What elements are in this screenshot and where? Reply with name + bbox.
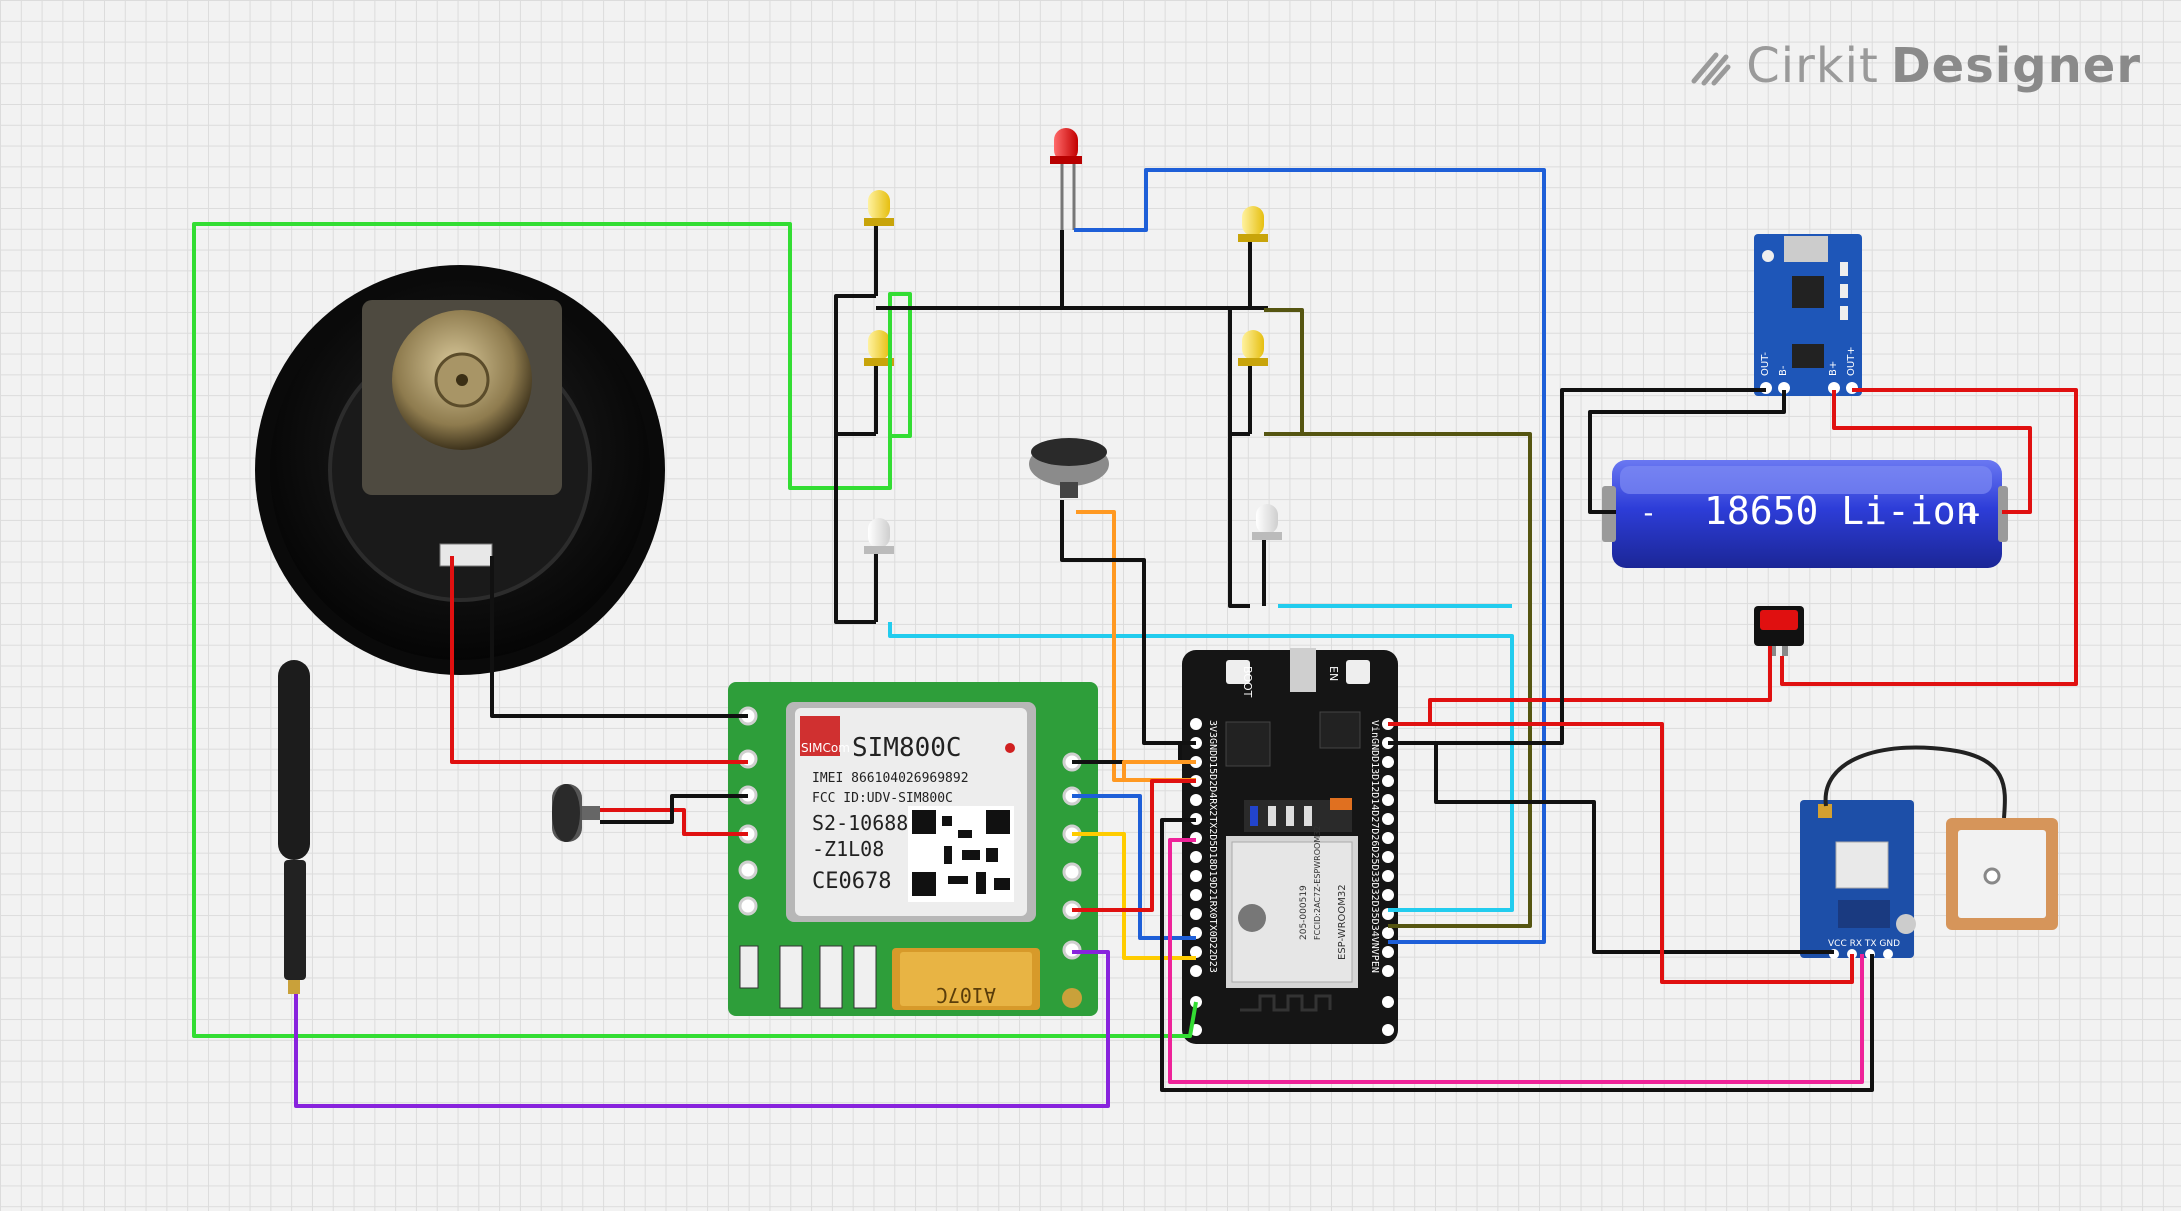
wire-antenna-purple[interactable] (294, 950, 1110, 1108)
sim800c-module[interactable]: SIMCom SIM800C IMEI 866104026969892 FCC … (728, 682, 1098, 1016)
sim800c-model-text: SIM800C (852, 733, 962, 763)
wire-black-esp-gnd[interactable] (1388, 388, 1766, 745)
wire-black-mic[interactable] (1060, 500, 1196, 745)
wire-speaker-black[interactable] (490, 556, 748, 718)
tp4056-label-b-pos: B+ (1828, 361, 1839, 376)
wire-red-charger-switch[interactable] (1780, 388, 2078, 686)
cirkit-logo-icon (1691, 52, 1731, 86)
led-white-1[interactable] (864, 518, 894, 554)
sim800c-code2-text: -Z1L08 (812, 837, 884, 861)
esp32-right-pins (1382, 718, 1394, 1036)
esp32-right-pin-labels: VinGNDD13D12D14D27D26D25D33D32D35D34VNVP… (1369, 720, 1380, 973)
sim800c-ce-text: CE0678 (812, 869, 891, 894)
esp32-module-label: ESP-WROOM32 (1337, 884, 1348, 960)
brand-name-cirkit: Cirkit (1746, 38, 1879, 94)
led-white-2[interactable] (1252, 504, 1282, 540)
wire-mic-red[interactable] (600, 808, 748, 836)
wire-olive-2[interactable] (1264, 432, 1532, 928)
wires (192, 168, 2078, 1108)
battery-pos-label: + (1962, 497, 1980, 532)
esp32-left-pin-labels: 3V3GNDD15D2D4RX2TX2D5D18D19D21RX0TX0D22D… (1207, 720, 1218, 973)
sim800c-fcc-text: FCC ID:UDV-SIM800C (812, 791, 953, 806)
wire-blue-redled[interactable] (1074, 168, 1546, 944)
led-yellow-3[interactable] (1238, 206, 1268, 242)
sim800c-qr-code (908, 806, 1014, 902)
led-red[interactable] (1050, 128, 1082, 230)
gsm-antenna[interactable] (278, 660, 310, 994)
esp32-fcc-label: FCCID:2AC7Z-ESPWROOM32 (1313, 826, 1322, 940)
sim800c-code1-text: S2-10688 (812, 811, 908, 835)
tp4056-charger[interactable]: OUT- B- B+ OUT+ (1754, 234, 1862, 396)
battery-neg-label: - (1640, 496, 1657, 529)
wire-cyan-white1[interactable] (888, 622, 1514, 912)
tp4056-label-out-neg: OUT- (1760, 352, 1771, 376)
microphone-sim[interactable] (552, 784, 600, 842)
led-yellow-4[interactable] (1238, 330, 1268, 366)
wire-orange-sim-esp[interactable] (1122, 760, 1196, 780)
wire-led-black-left2[interactable] (834, 432, 876, 624)
wire-black-esp-gps[interactable] (1388, 741, 1834, 954)
speaker[interactable] (255, 265, 665, 675)
esp32-boot-label: BOOT (1241, 666, 1254, 698)
gps-pin-labels: VCC RX TX GND (1828, 939, 1900, 949)
esp32-devkit[interactable]: BOOT EN ESP-WROOM32 FCCID:2AC7Z-ESPWROOM… (1182, 648, 1398, 1044)
sim800c-imei-text: IMEI 866104026969892 (812, 771, 969, 786)
esp32-en-label: EN (1327, 666, 1340, 681)
esp32-code-label: 205-000519 (1299, 885, 1309, 940)
tp4056-label-b-neg: B- (1778, 365, 1789, 376)
wire-red-esp-vin[interactable] (1388, 646, 1772, 726)
led-yellow-2[interactable] (864, 330, 894, 366)
wire-olive-1[interactable] (1264, 308, 1304, 436)
esp32-left-pins (1190, 718, 1202, 1036)
wire-red-charger-bat[interactable] (1832, 390, 2032, 514)
brand-name-designer: Designer (1890, 38, 2141, 94)
wire-red-esp-gps[interactable] (1388, 722, 1854, 984)
rocker-switch[interactable] (1754, 606, 1804, 656)
wire-speaker-red[interactable] (450, 556, 748, 764)
tp4056-label-out-pos: OUT+ (1846, 346, 1857, 376)
battery-18650[interactable]: - 18650 Li-ion + (1602, 460, 2008, 568)
battery-label: 18650 Li-ion (1704, 489, 1979, 533)
wire-mic-black[interactable] (600, 794, 748, 824)
wire-red-sim-esp[interactable] (1072, 779, 1196, 912)
led-yellow-1[interactable] (864, 190, 894, 226)
wire-green-loop[interactable] (192, 222, 1198, 1038)
gps-module[interactable]: VCC RX TX GND (1800, 745, 2058, 959)
microphone-top[interactable] (1029, 438, 1109, 498)
sim800c-vendor-text: SIMCom (801, 741, 850, 755)
wire-magenta-gps[interactable] (1168, 838, 1864, 1084)
sim800c-capacitor-text: A107C (936, 983, 996, 1007)
brand-logo: Cirkit Designer (1688, 38, 2141, 94)
wire-black-charger-bat[interactable] (1588, 390, 1786, 514)
wire-led-black-right[interactable] (1228, 306, 1250, 608)
wire-black-gps-esp[interactable] (1160, 818, 1874, 1092)
